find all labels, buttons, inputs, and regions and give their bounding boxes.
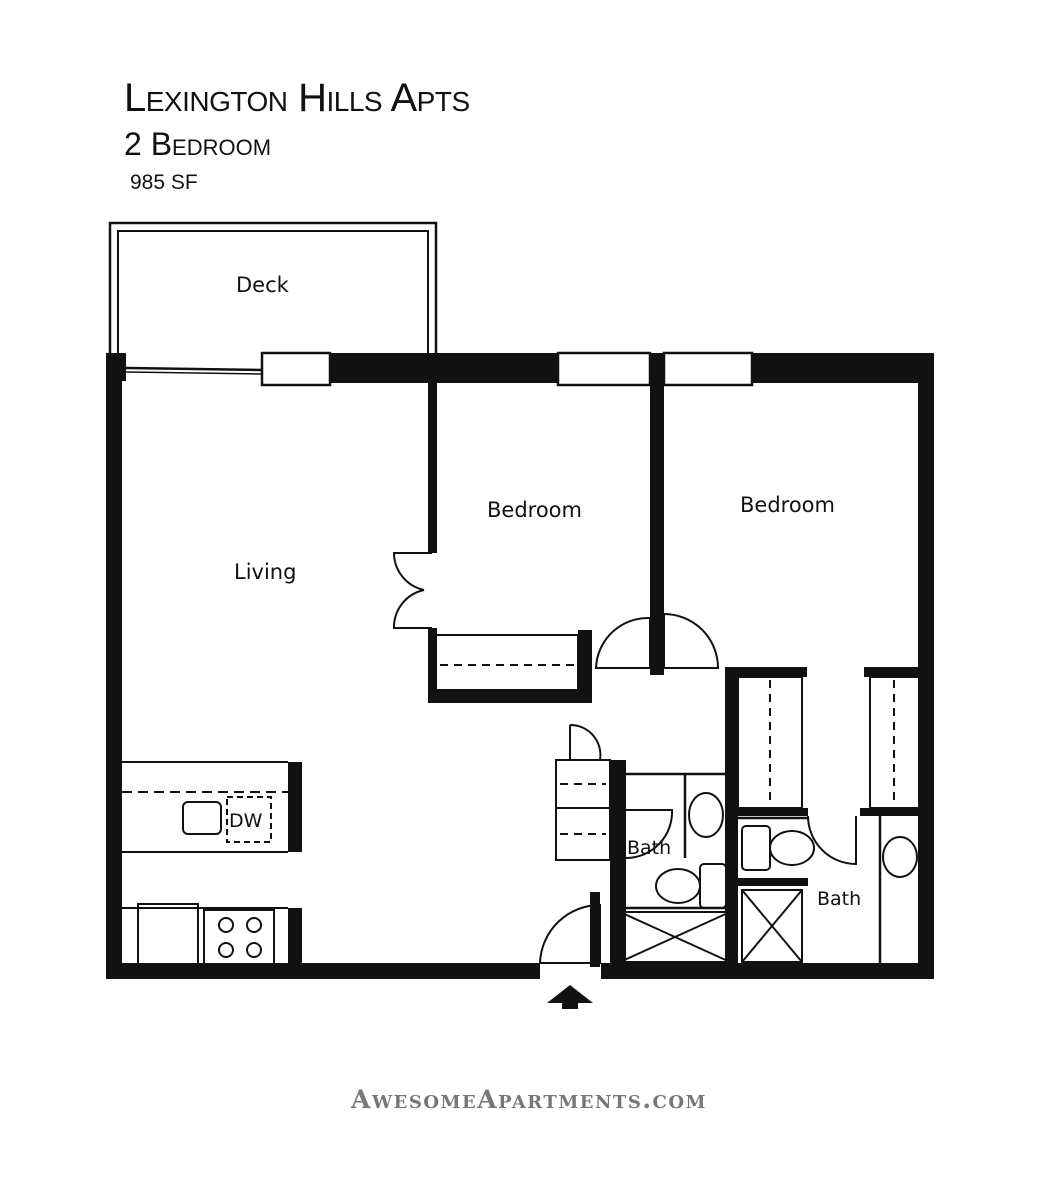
room-label-bedroom-1: Bedroom	[487, 498, 582, 522]
exterior-walls	[106, 353, 934, 979]
dishwasher-label: DW	[229, 810, 263, 832]
interior-walls	[288, 383, 924, 970]
deck	[108, 221, 438, 353]
room-label-bath-1: Bath	[627, 837, 671, 859]
kitchen	[122, 761, 288, 965]
room-label-living: Living	[234, 560, 296, 584]
windows	[125, 351, 754, 387]
door-swings	[392, 552, 857, 964]
bath-fixtures	[619, 792, 918, 963]
website-footer: AwesomeApartments.com	[351, 1085, 707, 1114]
property-title: Lexington Hills Apts	[124, 76, 470, 120]
unit-area: 985 SF	[130, 171, 198, 194]
entry-arrow-icon	[547, 985, 593, 1009]
room-label-bath-2: Bath	[817, 888, 861, 910]
room-label-deck: Deck	[236, 273, 290, 297]
unit-type: 2 Bedroom	[124, 126, 272, 162]
room-label-bedroom-2: Bedroom	[740, 493, 835, 517]
